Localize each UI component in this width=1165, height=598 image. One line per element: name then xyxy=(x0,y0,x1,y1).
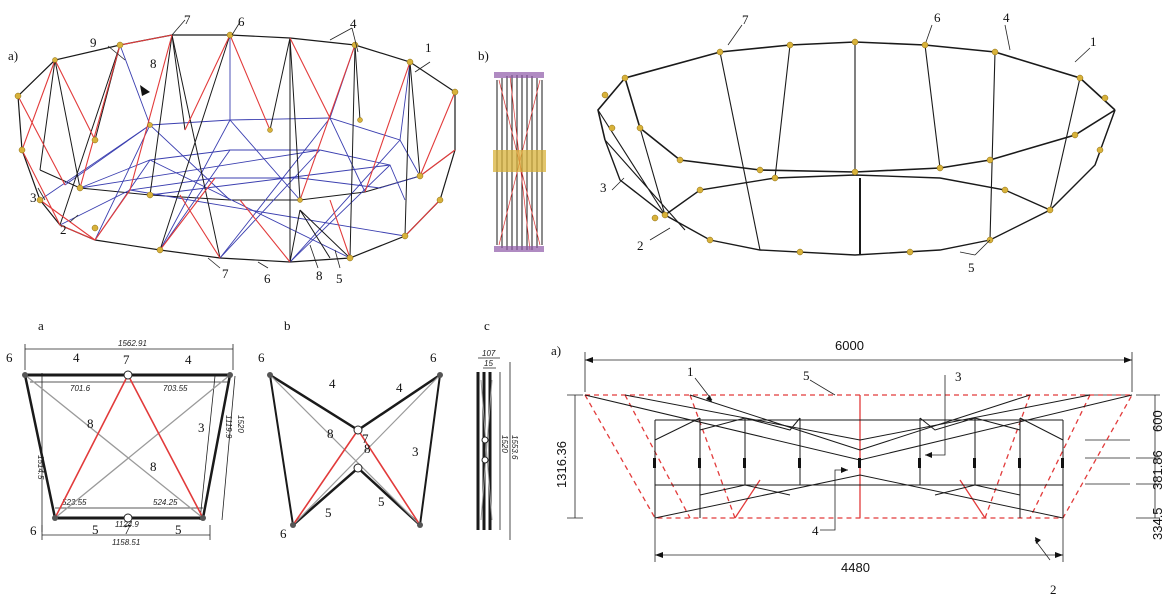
label-a: a) xyxy=(8,48,18,63)
dim-bottom-total: 1158.51 xyxy=(112,538,140,547)
dim-c-height-outer: 1553.6 xyxy=(510,435,519,460)
a-callout-4-left: 4 xyxy=(73,350,80,365)
callout-4: 4 xyxy=(350,16,357,31)
b-callout-4-right: 4 xyxy=(396,380,403,395)
dim-bottom-mid: 1124.9 xyxy=(115,520,139,529)
deployed-callout-6: 6 xyxy=(934,10,941,25)
b-callout-7: 7 xyxy=(362,431,369,446)
dim-seg-mid: 381.86 xyxy=(1150,450,1165,490)
dim-c-height-inner: 1520 xyxy=(500,435,509,453)
label-b: b) xyxy=(478,48,489,63)
envelope-dashed xyxy=(584,394,1133,519)
red-cables xyxy=(17,34,456,263)
dim-right-height-outer: 1520 xyxy=(236,415,245,433)
deployed-callout-3: 3 xyxy=(600,180,607,195)
callout-2: 2 xyxy=(60,222,67,237)
callout-5: 5 xyxy=(336,271,343,286)
deployed-callout-lines xyxy=(611,24,1091,256)
module-drawing-c: c 107 15 1520 1553.6 xyxy=(476,318,519,540)
elevation-callout-3: 3 xyxy=(955,369,962,384)
deployed-callout-1: 1 xyxy=(1090,34,1097,49)
truss-node-marks xyxy=(653,458,1064,468)
elevation-dim-lines xyxy=(567,352,1160,562)
label-module-a: a xyxy=(38,318,44,333)
deployed-callout-2: 2 xyxy=(637,238,644,253)
module-c-dim-lines xyxy=(478,357,511,540)
elevation-callout-5: 5 xyxy=(803,368,810,383)
callout-1: 1 xyxy=(425,40,432,55)
elevation-callout-lines xyxy=(694,375,1051,561)
a-callout-3: 3 xyxy=(198,420,205,435)
deployed-joints xyxy=(601,38,1109,256)
ring-truss-3d-view: a) 9 8 7 6 4 1 3 2 7 6 8 5 xyxy=(8,12,459,286)
deployed-callout-7: 7 xyxy=(742,12,749,27)
joints xyxy=(14,31,459,262)
dim-left-height: 1514.5 xyxy=(36,455,45,480)
callout-8-bottom: 8 xyxy=(316,268,323,283)
deployed-top-ring xyxy=(597,41,1116,173)
dim-bottom-right: 524.25 xyxy=(153,498,178,507)
a-callout-4-right: 4 xyxy=(185,352,192,367)
dim-top-left: 701.6 xyxy=(70,384,91,393)
folded-module-bars xyxy=(476,372,492,530)
callout-7-top: 7 xyxy=(184,12,191,27)
b-callout-6-bottom: 6 xyxy=(280,526,287,541)
elevation-callout-1: 1 xyxy=(687,364,694,379)
folded-bundle-view: b) xyxy=(478,48,546,252)
a-callout-6-top: 6 xyxy=(6,350,13,365)
b-callout-6-left: 6 xyxy=(258,350,265,365)
dim-top-right: 703.55 xyxy=(163,384,188,393)
elevation-callout-2: 2 xyxy=(1050,582,1057,597)
a-callout-6-bottom: 6 xyxy=(30,523,37,538)
dim-top-total: 1562.91 xyxy=(118,339,147,348)
callout-6-bottom: 6 xyxy=(264,271,271,286)
a-callout-8-right: 8 xyxy=(150,459,157,474)
label-module-c: c xyxy=(484,318,490,333)
a-callout-7-bottom: 7 xyxy=(124,522,131,537)
a-callout-8-left: 8 xyxy=(87,416,94,431)
dim-width-top: 6000 xyxy=(835,338,864,353)
deployed-callout-4: 4 xyxy=(1003,10,1010,25)
callout-8-top: 8 xyxy=(150,56,157,71)
callout-lines xyxy=(37,19,431,269)
dim-height-total: 1316.36 xyxy=(554,441,569,488)
callout-9: 9 xyxy=(90,35,97,50)
red-center-members xyxy=(734,395,986,519)
dim-width-bottom: 4480 xyxy=(841,560,870,575)
a-callout-5-left: 5 xyxy=(92,522,99,537)
elevation-callout-4: 4 xyxy=(812,523,819,538)
dim-right-height: 1119.9 xyxy=(224,415,233,439)
a-callout-7-top: 7 xyxy=(123,352,130,367)
arrow-head-8 xyxy=(140,85,150,96)
dim-seg-bot: 334.5 xyxy=(1150,507,1165,540)
b-callout-5-right: 5 xyxy=(378,494,385,509)
b-callout-8-lower: 8 xyxy=(364,441,371,456)
b-callout-4-left: 4 xyxy=(329,376,336,391)
module-a-members xyxy=(22,370,233,523)
b-callout-8-top: 8 xyxy=(327,426,334,441)
a-callout-5-right: 5 xyxy=(175,522,182,537)
module-b-members xyxy=(267,372,443,528)
deployed-verticals xyxy=(597,42,1116,255)
label-module-b: b xyxy=(284,318,291,333)
module-drawing-b: b 6 6 4 4 8 7 8 3 5 5 6 xyxy=(258,318,443,541)
callout-3: 3 xyxy=(30,190,37,205)
dim-seg-top: 600 xyxy=(1150,410,1165,432)
module-drawing-a: a 1562.91 701.6 703.55 523.55 524.25 112… xyxy=(6,318,245,547)
folded-joint-band xyxy=(493,150,546,172)
deployed-callout-5: 5 xyxy=(968,260,975,275)
top-ring-back xyxy=(17,34,456,97)
callout-6-top: 6 xyxy=(238,14,245,29)
truss-web xyxy=(584,394,1133,519)
b-callout-5-left: 5 xyxy=(325,505,332,520)
b-callout-3: 3 xyxy=(412,444,419,459)
truss-elevation-drawing: a) xyxy=(551,338,1165,597)
callout-7-bottom: 7 xyxy=(222,266,229,281)
dim-c-width-inner: 15 xyxy=(484,359,493,368)
b-callout-6-right: 6 xyxy=(430,350,437,365)
label-elevation-a: a) xyxy=(551,343,561,358)
dim-c-width-top: 107 xyxy=(482,349,496,358)
deployed-ring-view: 7 6 4 1 3 2 5 xyxy=(597,10,1116,275)
